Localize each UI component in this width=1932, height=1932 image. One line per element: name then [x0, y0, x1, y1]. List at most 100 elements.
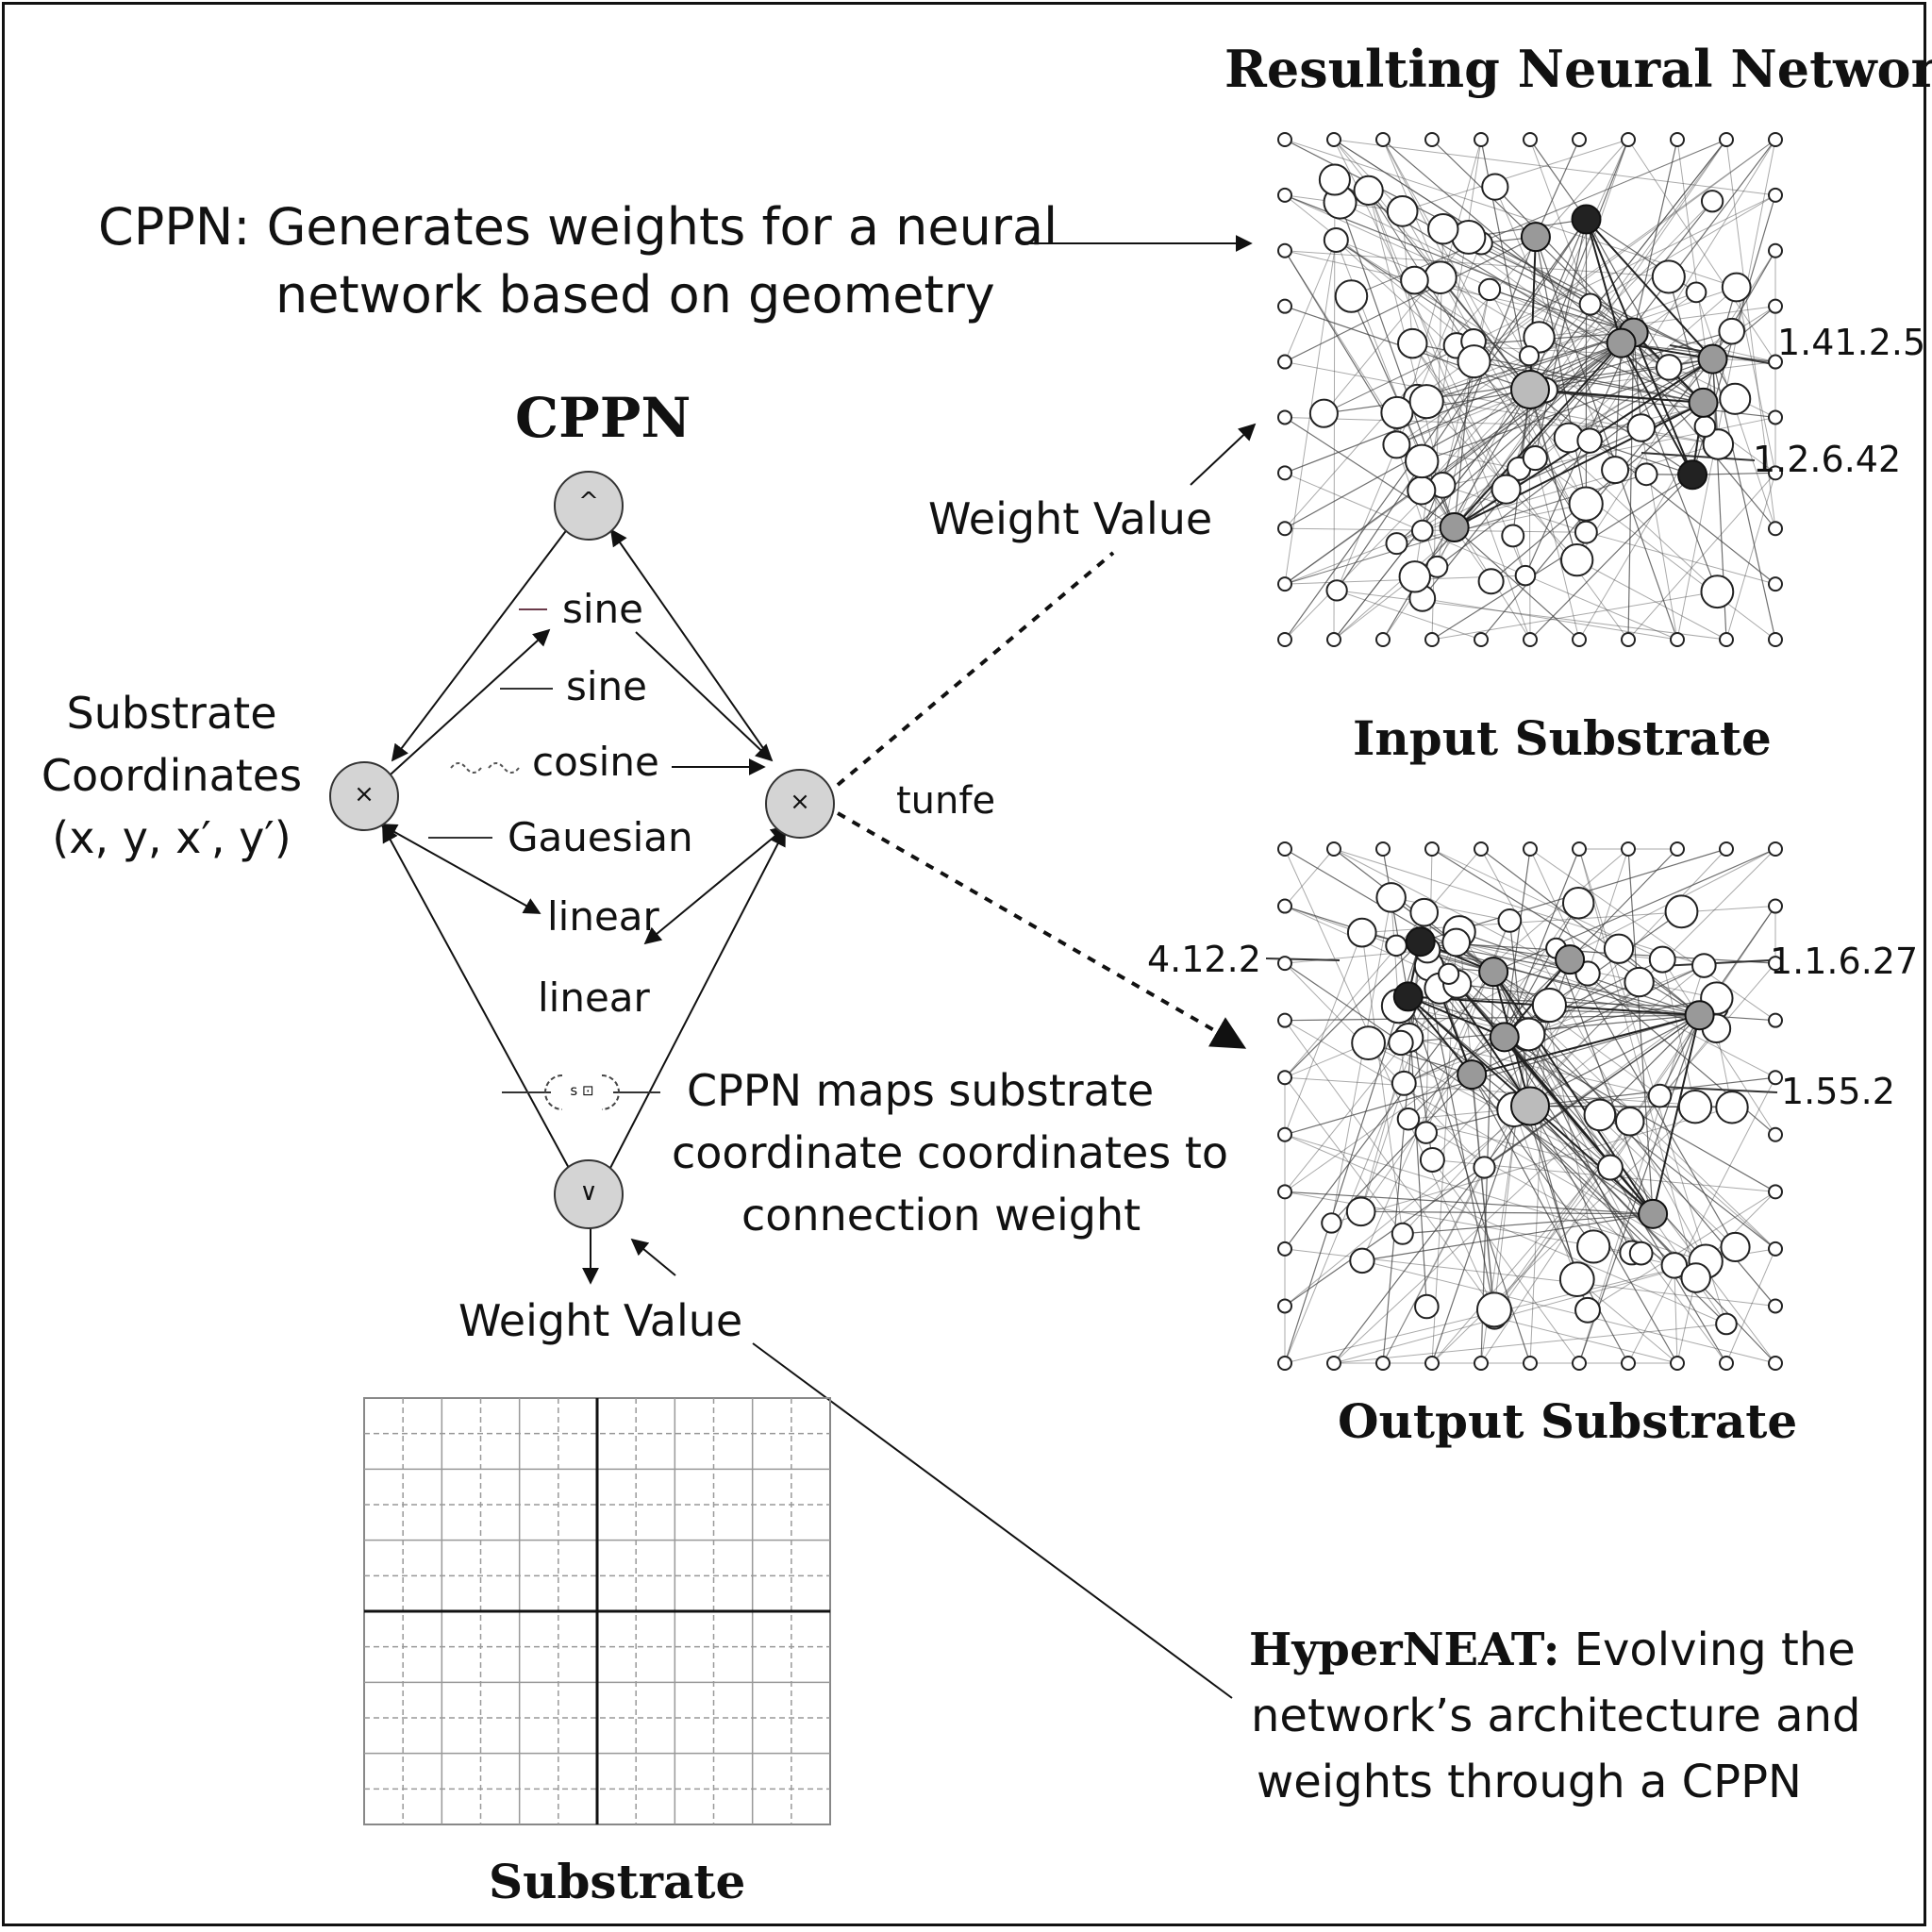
- network-node: [1414, 1293, 1440, 1320]
- network-node: [1624, 966, 1655, 998]
- network-edge: [1614, 342, 1623, 471]
- cppn-desc-line2: network based on geometry: [275, 265, 995, 325]
- network-node: [1380, 395, 1414, 429]
- cppn-title: CPPN: [515, 386, 691, 450]
- network-edge: [1578, 425, 1706, 641]
- edge-left-bottom: [382, 824, 571, 1171]
- network-node: [1323, 226, 1349, 253]
- network-edge: [1544, 139, 1727, 391]
- input-label-b: 1.2.6.42: [1753, 439, 1902, 480]
- network-node: [1768, 841, 1783, 857]
- edge-left-linear: [379, 824, 541, 914]
- network-node: [1457, 344, 1491, 379]
- network-node: [1326, 632, 1341, 647]
- network-edge: [1652, 1014, 1701, 1215]
- coords-line1: Substrate: [66, 688, 277, 739]
- network-edge: [1284, 250, 1776, 363]
- network-node: [1349, 1247, 1375, 1274]
- network-hub-node: [1555, 944, 1586, 975]
- network-hub-node: [1489, 1022, 1520, 1053]
- network-edge: [1431, 848, 1700, 1016]
- network-edge: [1494, 1316, 1678, 1364]
- network-edge: [1417, 397, 1719, 445]
- network-node: [1719, 132, 1734, 147]
- network-edge: [1535, 236, 1678, 641]
- function-linear-1: linear: [547, 893, 659, 940]
- network-node: [1409, 897, 1440, 927]
- network-hub-node: [1457, 1059, 1488, 1091]
- network-edge: [1471, 1074, 1495, 1318]
- coords-line3: (x, y, x′, y′): [52, 812, 291, 863]
- network-node: [1474, 841, 1489, 857]
- network-node: [1277, 132, 1292, 147]
- network-edge: [1578, 848, 1697, 1278]
- network-node: [1621, 632, 1636, 647]
- network-edge: [1402, 139, 1629, 212]
- network-edge: [1524, 332, 1635, 576]
- network-edge: [1407, 995, 1473, 1075]
- network-edge: [1513, 1108, 1633, 1254]
- network-edge: [1333, 1114, 1601, 1364]
- network-node: [1647, 1083, 1673, 1108]
- network-edge: [1333, 848, 1776, 1078]
- network-node: [1721, 272, 1752, 303]
- network-edge: [1627, 139, 1776, 362]
- network-edge: [1576, 559, 1727, 641]
- network-node: [1424, 841, 1440, 857]
- network-edge: [1361, 906, 1776, 934]
- network-edge: [1382, 139, 1587, 505]
- network-edge: [1431, 139, 1704, 404]
- network-node: [1768, 1241, 1783, 1257]
- network-edge: [1585, 219, 1670, 368]
- network-node: [1670, 1356, 1685, 1371]
- network-edge: [1453, 342, 1623, 528]
- function-sine-2: sine: [566, 663, 648, 709]
- network-edge: [1284, 848, 1495, 1310]
- network-edge: [1586, 531, 1776, 585]
- network-edge: [1284, 250, 1669, 277]
- network-node: [1768, 409, 1783, 425]
- network-node: [1568, 486, 1604, 522]
- network-edge: [1330, 897, 1392, 1224]
- network-edge: [1284, 848, 1335, 907]
- network-node: [1473, 1156, 1496, 1179]
- network-node: [1603, 933, 1635, 964]
- network-node: [1475, 1291, 1512, 1328]
- network-node: [1391, 1222, 1414, 1245]
- network-edge: [1284, 416, 1641, 429]
- network-node: [1578, 292, 1602, 316]
- network-edge: [1431, 958, 1571, 1364]
- network-edge: [1337, 590, 1727, 641]
- network-node: [1523, 132, 1538, 147]
- network-edge: [1422, 597, 1678, 641]
- network-node: [1523, 1356, 1538, 1371]
- network-edge: [1431, 941, 1457, 1364]
- network-hub-node: [1571, 204, 1602, 235]
- network-edge: [1668, 276, 1705, 404]
- network-edge: [1284, 906, 1397, 946]
- network-edge: [1589, 139, 1776, 441]
- network-hub-node: [1405, 926, 1436, 958]
- network-edge: [1284, 1014, 1700, 1136]
- network-title: Resulting Neural Network: [1224, 39, 1932, 99]
- network-node: [1491, 474, 1522, 505]
- network-node: [1385, 934, 1407, 958]
- network-edge: [1725, 1248, 1776, 1364]
- network-node: [1621, 1356, 1636, 1371]
- network-node: [1768, 521, 1783, 537]
- leader-out-left: [1265, 958, 1341, 961]
- network-edge: [1529, 389, 1578, 560]
- network-edge: [1525, 965, 1705, 1038]
- network-node: [1518, 345, 1541, 367]
- network-node: [1715, 1091, 1749, 1124]
- network-edge: [1471, 1074, 1594, 1247]
- network-edge: [1529, 1009, 1547, 1364]
- network-node: [1768, 187, 1783, 203]
- network-edge: [1407, 995, 1506, 1039]
- network-edge: [1621, 342, 1718, 592]
- network-node: [1318, 163, 1351, 196]
- network-node: [1501, 524, 1525, 548]
- network-edge: [1333, 139, 1776, 196]
